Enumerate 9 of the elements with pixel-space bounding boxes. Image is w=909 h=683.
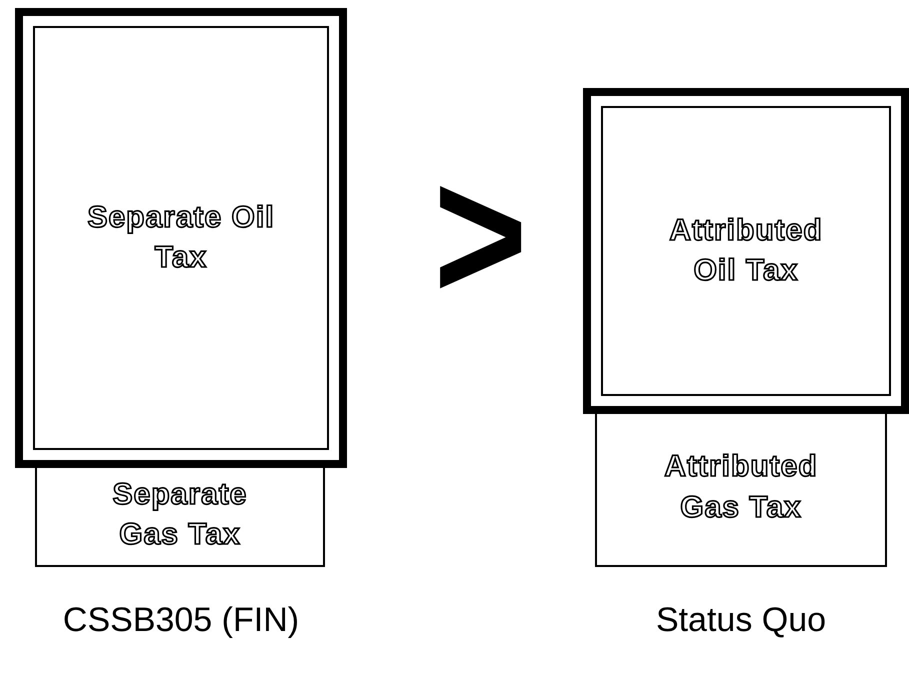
tax-box	[583, 88, 909, 414]
tax-label: Attributed Oil Tax	[668, 212, 824, 289]
tax-label: Attributed Gas Tax	[663, 449, 819, 526]
greater-than-sign: >	[433, 140, 528, 330]
column-caption: Status Quo	[654, 600, 828, 640]
column-caption: CSSB305 (FIN)	[62, 600, 300, 640]
tax-label: Separate Oil Tax	[86, 200, 276, 276]
tax-label: Separate Gas Tax	[112, 476, 248, 553]
tax-box	[15, 8, 347, 468]
